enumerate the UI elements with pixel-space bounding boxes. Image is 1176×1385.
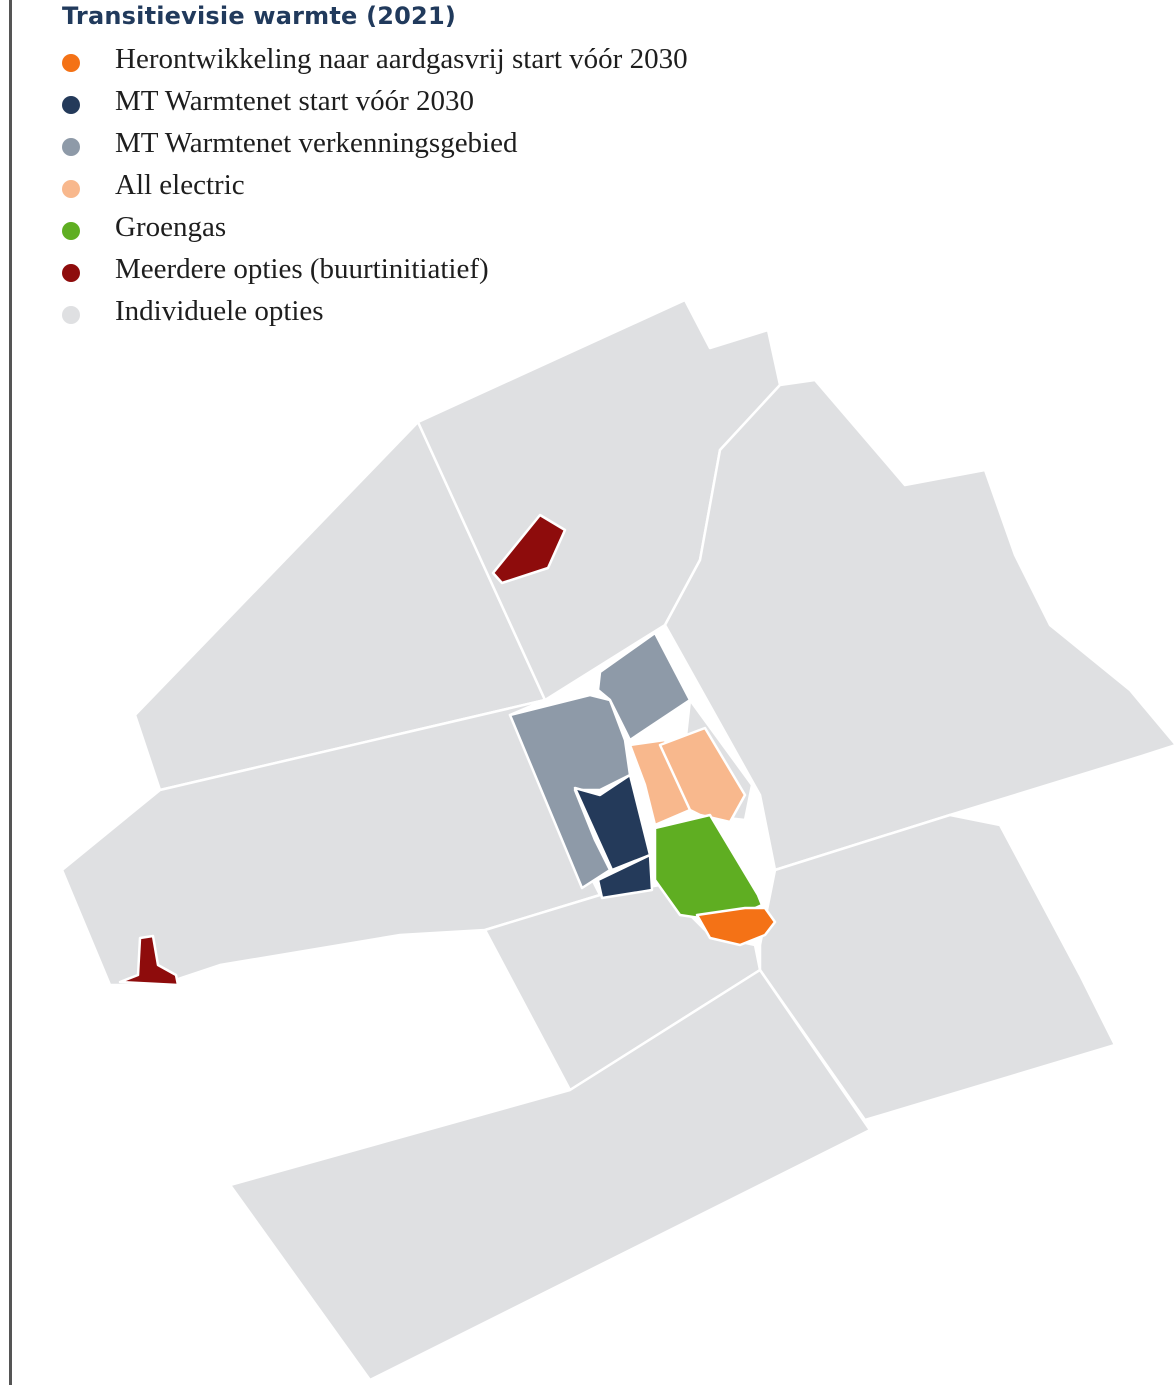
region-group-mt-warmtenet-start	[573, 773, 654, 900]
map-title: Transitievisie warmte (2021)	[62, 2, 457, 30]
region-all-electric-west	[628, 738, 692, 827]
legend-label: MT Warmtenet verkenningsgebied	[115, 127, 518, 159]
legend-swatch	[62, 222, 80, 240]
legend-label: Herontwikkeling naar aardgasvrij start v…	[115, 43, 688, 75]
region-verkenningsgebied-west	[508, 693, 632, 890]
region-group-groengas	[653, 813, 764, 920]
region-group-all-electric	[628, 726, 747, 827]
legend-label: All electric	[115, 169, 245, 201]
legend-swatch	[62, 180, 80, 198]
region-groengas	[653, 813, 764, 920]
region-group-individuele-opties	[60, 298, 1176, 1382]
region-warmtenet-start-south	[596, 853, 654, 900]
region-group-meerdere-opties	[118, 513, 567, 987]
legend-swatch	[62, 264, 80, 282]
region-group-herontwikkeling	[695, 906, 777, 947]
region-meerdere-opties-west	[118, 934, 180, 987]
legend-label: Individuele opties	[115, 295, 324, 327]
district-northeast	[663, 378, 1176, 872]
legend-swatch	[62, 54, 80, 72]
region-warmtenet-start-main	[573, 773, 652, 872]
district-west	[60, 698, 602, 987]
legend-label: MT Warmtenet start vóór 2030	[115, 85, 475, 117]
district-south	[228, 968, 872, 1382]
legend-swatch	[62, 96, 80, 114]
region-meerdere-opties-north	[491, 513, 567, 585]
region-group-mt-warmtenet-verkenningsgebied	[508, 631, 692, 890]
legend-swatch	[62, 138, 80, 156]
left-border-line	[9, 0, 12, 1385]
legend-swatch	[62, 306, 80, 324]
region-herontwikkeling	[695, 906, 777, 947]
legend-label: Meerdere opties (buurtinitiatief)	[115, 253, 489, 285]
region-all-electric-east	[658, 726, 747, 824]
region-verkenningsgebied-north	[596, 631, 692, 742]
legend-label: Groengas	[115, 211, 227, 243]
